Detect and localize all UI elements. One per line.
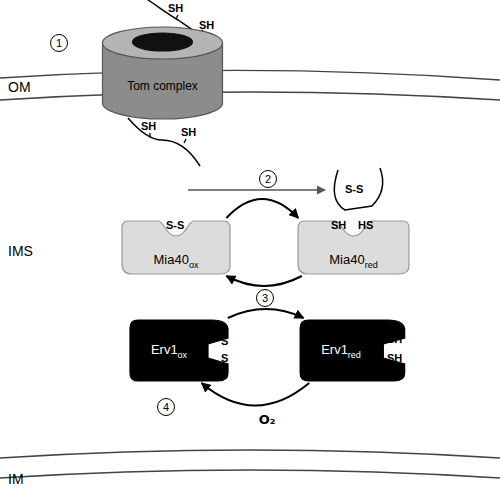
node-name: Mia40 <box>329 252 364 267</box>
inner-membrane-line <box>0 450 500 458</box>
node-name: Erv1 <box>151 342 178 357</box>
erv1-reduced: Erv1red <box>298 318 410 383</box>
thiol-label: HS <box>358 219 373 231</box>
node-subscript: ox <box>189 260 199 270</box>
callout-number: 3 <box>256 289 274 307</box>
outer-membrane-line <box>0 92 500 100</box>
node-label-row: Erv1ox <box>128 342 210 360</box>
shape-part <box>103 27 223 59</box>
thiol-label: SH <box>387 333 402 345</box>
reaction-arrow <box>226 199 298 218</box>
compartment-label: IMS <box>8 244 33 259</box>
mia40-reduced-outline <box>296 218 411 276</box>
node-label-row: Erv1red <box>298 342 384 360</box>
thiol-label: SH <box>331 219 346 231</box>
disulfide-label: S <box>221 352 228 364</box>
node-label-row: Mia40red <box>296 252 411 270</box>
thiol-label: SH <box>181 126 196 138</box>
reaction-arrow <box>202 383 310 406</box>
node-label-row: Mia40ox <box>120 252 232 270</box>
disulfide-label: S <box>221 335 228 347</box>
node-subscript: red <box>348 350 361 360</box>
node-label-row: Tom complex <box>100 79 225 93</box>
polypeptide-chain <box>128 118 200 166</box>
disulfide-label: S-S <box>345 183 363 195</box>
compartment-label: IM <box>8 472 24 487</box>
edge-label: O₂ <box>259 412 276 427</box>
erv1-oxidized: Erv1ox <box>128 318 233 383</box>
callout-number: 1 <box>50 34 68 52</box>
thiol-label: SH <box>168 2 183 14</box>
import-arrow <box>188 189 325 191</box>
inner-membrane-line <box>0 470 500 478</box>
shape-part <box>300 320 405 381</box>
outer-membrane-line <box>0 70 500 80</box>
callout-number: 2 <box>259 170 277 188</box>
shape-part <box>133 33 193 51</box>
thiol-label: SH <box>141 120 156 132</box>
node-subscript: ox <box>178 350 188 360</box>
callout-number: 4 <box>157 398 175 416</box>
node-name: Erv1 <box>321 342 348 357</box>
thiol-label: SH <box>387 352 402 364</box>
thiol-label: SH <box>199 19 214 31</box>
node-name: Mia40 <box>154 252 189 267</box>
reaction-arrow <box>226 276 301 286</box>
mia40-reduced: Mia40red <box>296 218 411 276</box>
cysteine-stick <box>150 133 186 143</box>
oxidized-polypeptide <box>334 168 382 210</box>
compartment-label: OM <box>8 80 31 95</box>
tom-complex-cylinder-outline <box>100 25 225 120</box>
shape-part <box>298 221 409 274</box>
shape-part <box>130 320 228 381</box>
disulfide-label: S-S <box>166 219 184 231</box>
tom-complex-cylinder: Tom complex <box>100 25 225 120</box>
node-subscript: red <box>365 260 378 270</box>
node-name: Tom complex <box>127 79 198 93</box>
reaction-arrow <box>228 309 304 318</box>
